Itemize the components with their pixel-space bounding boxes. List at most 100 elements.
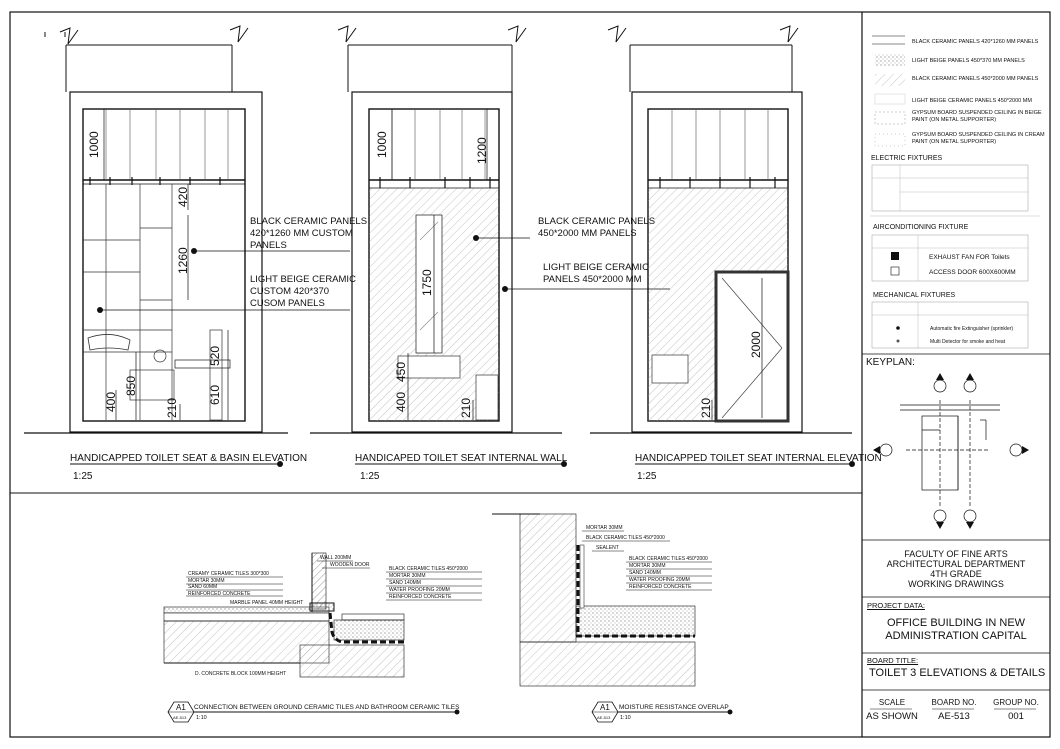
dim-e2-210: 210 xyxy=(459,398,473,418)
legend-material-2: LIGHT BEIGE PANELS 450*370 MM PANELS xyxy=(912,58,1025,64)
dim-e2-1200: 1200 xyxy=(475,137,489,164)
legend-mech-2: Multi Detector for smoke and heat xyxy=(930,339,1006,345)
faculty-line-3: 4TH GRADE xyxy=(930,569,982,579)
d2-right-l1: BLACK CERAMIC TILES 450*2000 xyxy=(629,556,708,562)
d2-bubble-ref: AE-513 xyxy=(597,715,611,720)
callout-e1-1-l2: 420*1260 MM CUSTOM xyxy=(250,228,353,239)
faculty-line-1: FACULTY OF FINE ARTS xyxy=(904,549,1008,559)
legend-electric-heading: ELECTRIC FIXTURES xyxy=(871,155,943,162)
scale-value: AS SHOWN xyxy=(866,711,918,722)
keyplan-heading: KEYPLAN: xyxy=(866,357,915,368)
legend-aircon-1: EXHAUST FAN FOR Toilets xyxy=(929,254,1010,261)
callout-e1-2-l3: CUSOM PANELS xyxy=(250,298,325,309)
d1-title: CONNECTION BETWEEN GROUND CERAMIC TILES … xyxy=(194,704,460,711)
group-no-value: 001 xyxy=(1008,711,1024,722)
legend-mech-heading: MECHANICAL FIXTURES xyxy=(873,292,956,299)
callout-e2-2-l1: LIGHT BEIGE CERAMIC xyxy=(543,262,649,273)
d2-top-l2: BLACK CERAMIC TILES 450*2000 xyxy=(586,535,665,541)
detail-floor-connection: CREAMY CERAMIC TILES 300*300 MORTAR 30MM… xyxy=(163,552,482,723)
callout-e1-1-l3: PANELS xyxy=(250,240,287,251)
dim-e2-1000: 1000 xyxy=(375,131,389,158)
d1-right-l4: WATER PROOFING 20MM xyxy=(389,587,450,593)
elevation-1-title: HANDICAPPED TOILET SEAT & BASIN ELEVATIO… xyxy=(70,453,307,464)
d1-left-l3: SAND 60MM xyxy=(188,584,217,590)
smoke-detector-icon xyxy=(896,339,900,343)
project-data-label: PROJECT DATA: xyxy=(867,601,925,610)
project-line-2: ADMINISTRATION CAPITAL xyxy=(885,630,1027,642)
d1-right-l5: REINFORCED CONCRETE xyxy=(389,594,452,600)
callout-e2-1-l1: BLACK CERAMIC PANELS xyxy=(538,216,655,227)
dim-e1-210: 210 xyxy=(165,398,179,418)
elevation-internal-wall: 1000 1200 1750 450 400 210 BLACK CERAMIC… xyxy=(337,25,670,433)
d2-right-l2: MORTAR 30MM xyxy=(629,563,665,569)
board-title: TOILET 3 ELEVATIONS & DETAILS xyxy=(869,667,1046,679)
d2-title: MOISTURE RESISTANCE OVERLAP xyxy=(619,704,729,711)
elevation-3-title: HANDICAPPED TOILET SEAT INTERNAL ELEVATI… xyxy=(635,453,882,464)
board-no-value: AE-513 xyxy=(938,711,970,722)
elevation-2-scale: 1:25 xyxy=(360,471,380,482)
d2-right-l3: SAND 140MM xyxy=(629,570,661,576)
d1-bubble-num: A1 xyxy=(176,703,186,712)
callout-e1-2-l2: CUSTOM 420*370 xyxy=(250,286,329,297)
d1-marble: MARBLE PANEL 40MM HEIGHT xyxy=(230,600,303,606)
legend-material-5: GYPSUM BOARD SUSPENDED CEILING IN BEIGE … xyxy=(912,110,1042,123)
dim-e1-400: 400 xyxy=(104,392,118,412)
access-door-icon xyxy=(890,266,900,276)
exhaust-fan-icon xyxy=(891,252,899,260)
callout-e2-2-l2: PANELS 450*2000 MM xyxy=(543,274,642,285)
elevation-1-scale: 1:25 xyxy=(73,471,93,482)
d2-right-l5: REINFORCED CONCRETE xyxy=(629,584,692,590)
legend-aircon-heading: AIRCONDITIONING FIXTURE xyxy=(873,224,969,231)
faculty-line-4: WORKING DRAWINGS xyxy=(908,579,1004,589)
legend-aircon-2: ACCESS DOOR 600X600MM xyxy=(929,269,1016,276)
sheet-border xyxy=(9,11,1051,738)
d1-right-l3: SAND 140MM xyxy=(389,580,421,586)
project-line-1: OFFICE BUILDING IN NEW xyxy=(886,617,1026,629)
d2-scale: 1:10 xyxy=(620,715,631,721)
dim-e3-2000: 2000 xyxy=(749,331,763,358)
d1-wall: WALL 200MM xyxy=(320,555,351,561)
project-name: OFFICE BUILDING IN NEW ADMINISTRATION CA… xyxy=(862,617,1050,643)
faculty-block: FACULTY OF FINE ARTS ARCHITECTURAL DEPAR… xyxy=(862,549,1050,589)
dim-e1-1260: 1260 xyxy=(176,247,190,274)
elevation-3-scale: 1:25 xyxy=(637,471,657,482)
keyplan xyxy=(873,373,1029,529)
callout-e1-1-l1: BLACK CERAMIC PANELS xyxy=(250,216,367,227)
legend-panel: BLACK CERAMIC PANELS 420*1260 MM PANELS … xyxy=(862,35,1050,368)
board-no-label: BOARD NO. xyxy=(931,698,977,707)
legend-material-6: GYPSUM BOARD SUSPENDED CEILING IN CREAM … xyxy=(912,132,1045,145)
d2-top-l3: SEALENT xyxy=(596,545,619,551)
d2-top-l1: MORTAR 30MM xyxy=(586,525,622,531)
d1-left-l1: CREAMY CERAMIC TILES 300*300 xyxy=(188,571,269,577)
dim-e1-420: 420 xyxy=(176,187,190,207)
group-no-label: GROUP NO. xyxy=(993,698,1039,707)
scale-label: SCALE xyxy=(878,698,906,707)
d1-scale: 1:10 xyxy=(196,715,207,721)
d1-left-l4: REINFORCED CONCRETE xyxy=(188,591,251,597)
d1-door: WOODEN DOOR xyxy=(330,562,370,568)
dim-e2-1750: 1750 xyxy=(420,269,434,296)
dim-e1-610: 610 xyxy=(208,385,222,405)
elevation-2-title: HANDICAPED TOILET SEAT INTERNAL WALL xyxy=(355,453,568,464)
legend-material-1: BLACK CERAMIC PANELS 420*1260 MM PANELS xyxy=(912,39,1039,45)
dim-e2-450: 450 xyxy=(394,362,408,382)
legend-mech-1: Automatic fire Extinguisher (sprinkler) xyxy=(930,326,1013,332)
elevation-internal: 2000 210 xyxy=(607,25,803,433)
d1-right-l1: BLACK CERAMIC TILES 450*2000 xyxy=(389,566,468,572)
dim-e2-400: 400 xyxy=(394,392,408,412)
callout-e2-1-l2: 450*2000 MM PANELS xyxy=(538,228,637,239)
legend-material-4: LIGHT BEIGE CERAMIC PANELS 450*2000 MM xyxy=(912,98,1032,104)
faculty-line-2: ARCHITECTURAL DEPARTMENT xyxy=(886,559,1026,569)
dim-e1-1000: 1000 xyxy=(87,131,101,158)
d1-block: D. CONCRETE BLOCK 100MM HEIGHT xyxy=(195,671,286,677)
dim-e1-520: 520 xyxy=(208,346,222,366)
d1-left-l2: MORTAR 30MM xyxy=(188,578,224,584)
callout-e1-2-l1: LIGHT BEIGE CERAMIC xyxy=(250,274,356,285)
d1-right-l2: MORTAR 30MM xyxy=(389,573,425,579)
d2-bubble-num: A1 xyxy=(600,703,610,712)
d2-right-l4: WATER PROOFING 20MM xyxy=(629,577,690,583)
dim-e3-210: 210 xyxy=(699,398,713,418)
sprinkler-icon xyxy=(896,326,900,330)
board-title-label: BOARD TITLE: xyxy=(867,656,919,665)
